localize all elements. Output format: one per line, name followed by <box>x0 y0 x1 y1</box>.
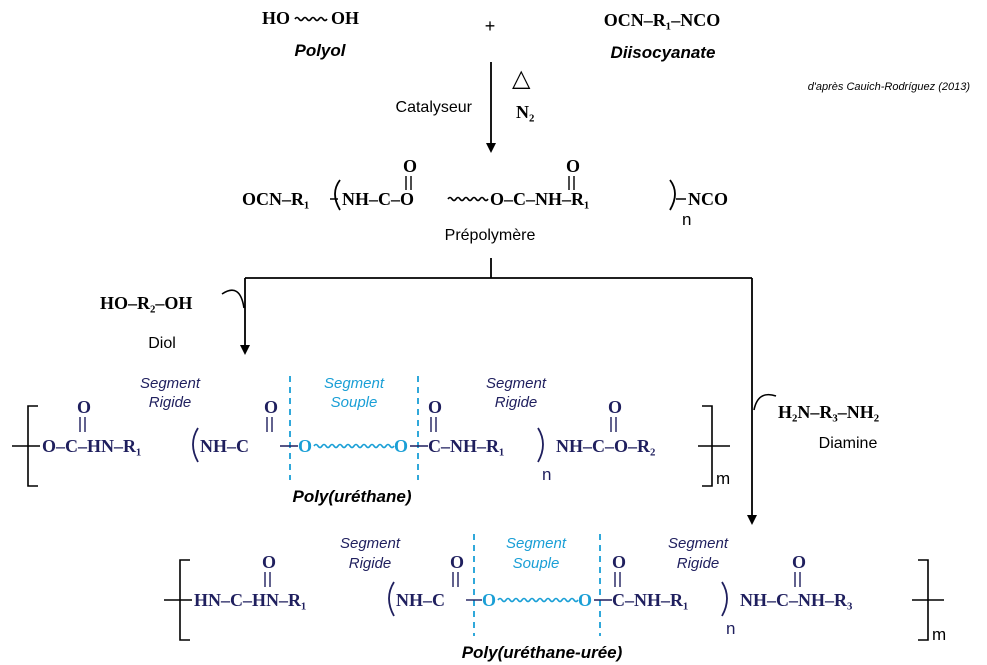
prepolymer-name: Prépolymère <box>445 227 536 244</box>
puu-subscript-n: n <box>726 619 735 638</box>
pu-soft-label-2: Souple <box>331 394 378 411</box>
diol-reagent: HO–R₂–OH Diol <box>100 289 245 352</box>
pu-paren-left <box>192 427 199 463</box>
pu-carbonyl-o-3: O <box>428 397 442 417</box>
pu-rigid-label-left-2: Rigide <box>149 394 192 411</box>
prepolymer-paren-left <box>334 179 341 211</box>
puu-rigid-label-right-2: Rigide <box>677 555 720 572</box>
puu-carbonyl-o-4: O <box>792 552 806 572</box>
prepolymer-paren-right <box>669 179 676 211</box>
diisocyanate-formula: OCN–R₁–NCO <box>604 10 720 30</box>
pu-subscript-m: m <box>716 469 730 488</box>
nitrogen-label: N₂ <box>516 102 534 122</box>
polyol-name: Polyol <box>294 41 346 60</box>
polyurethane-urea-structure: Segment Rigide Segment Souple Segment Ri… <box>164 534 946 662</box>
diisocyanate-reactant: OCN–R₁–NCO Diisocyanate <box>604 10 720 62</box>
puu-carbonyl-o-2: O <box>450 552 464 572</box>
prepolymer-ocnhr1-right: O–C–NH–R₁ <box>490 189 589 209</box>
prepolymer-structure: OCN–R₁ NH–C–O O O–C–NH–R₁ O n NCO Prépol… <box>242 156 728 244</box>
polyol-formula-right: OH <box>331 8 359 28</box>
pu-soft-label-1: Segment <box>324 375 385 392</box>
puu-part-2: NH–C <box>396 590 445 610</box>
prepolymer-nco-end: NCO <box>688 189 728 209</box>
pu-name: Poly(uréthane) <box>292 487 411 506</box>
pu-rigid-label-right-1: Segment <box>486 375 547 392</box>
pu-rigid-label-left-1: Segment <box>140 375 201 392</box>
pu-soft-o-left: O <box>298 436 312 456</box>
diamine-curved-arrow <box>753 393 777 411</box>
diol-curved-arrow <box>221 289 245 309</box>
pu-paren-right <box>537 427 544 463</box>
prepolymer-chain-wave <box>447 196 489 202</box>
pu-carbonyl-o-2: O <box>264 397 278 417</box>
prepolymer-nhco-left: NH–C–O <box>342 189 414 209</box>
puu-rigid-label-left-1: Segment <box>340 535 401 552</box>
catalyst-label: Catalyseur <box>396 99 473 116</box>
pu-carbonyl-o-4: O <box>608 397 622 417</box>
puu-soft-wave <box>497 597 579 603</box>
puu-soft-label-2: Souple <box>513 555 560 572</box>
credit-note: d'après Cauich-Rodríguez (2013) <box>808 81 971 93</box>
diamine-name: Diamine <box>819 435 878 452</box>
puu-rigid-label-right-1: Segment <box>668 535 729 552</box>
diamine-formula: H₂N–R₃–NH₂ <box>778 402 879 422</box>
puu-carbonyl-o-1: O <box>262 552 276 572</box>
pu-subscript-n: n <box>542 465 551 484</box>
pu-part-2: NH–C <box>200 436 249 456</box>
puu-soft-o-left: O <box>482 590 496 610</box>
diol-formula: HO–R₂–OH <box>100 293 192 313</box>
puu-part-1: HN–C–HN–R₁ <box>194 590 306 610</box>
puu-carbonyl-o-3: O <box>612 552 626 572</box>
polyol-formula-left: HO <box>262 8 290 28</box>
pu-soft-wave <box>313 443 395 449</box>
pu-soft-o-right: O <box>394 436 408 456</box>
prepolymer-subscript-n: n <box>682 210 691 229</box>
prepolymer-carbonyl-o-left: O <box>403 156 417 176</box>
prepolymer-left-end: OCN–R₁ <box>242 189 309 209</box>
puu-paren-right <box>721 581 728 617</box>
polyurethane-structure: Segment Rigide Segment Souple Segment Ri… <box>12 375 730 506</box>
polyol-chain-wave <box>294 16 328 22</box>
puu-soft-o-right: O <box>578 590 592 610</box>
puu-subscript-m: m <box>932 625 946 644</box>
diisocyanate-name: Diisocyanate <box>611 43 716 62</box>
pu-carbonyl-o-1: O <box>77 397 91 417</box>
diamine-reagent: H₂N–R₃–NH₂ Diamine <box>753 393 879 452</box>
pu-part-3: C–NH–R₁ <box>428 436 504 456</box>
plus-sign: + <box>485 16 496 36</box>
pu-rigid-label-right-2: Rigide <box>495 394 538 411</box>
puu-part-4: NH–C–NH–R₃ <box>740 590 853 610</box>
heat-symbol: △ <box>512 65 531 92</box>
puu-rigid-label-left-2: Rigide <box>349 555 392 572</box>
puu-name: Poly(uréthane-urée) <box>462 643 623 662</box>
puu-paren-left <box>388 581 395 617</box>
diol-name: Diol <box>148 335 176 352</box>
pu-part-4: NH–C–O–R₂ <box>556 436 655 456</box>
pu-part-1: O–C–HN–R₁ <box>42 436 141 456</box>
puu-soft-label-1: Segment <box>506 535 567 552</box>
puu-part-3: C–NH–R₁ <box>612 590 688 610</box>
polyol-reactant: HO OH Polyol <box>262 8 359 60</box>
prepolymer-carbonyl-o-right: O <box>566 156 580 176</box>
